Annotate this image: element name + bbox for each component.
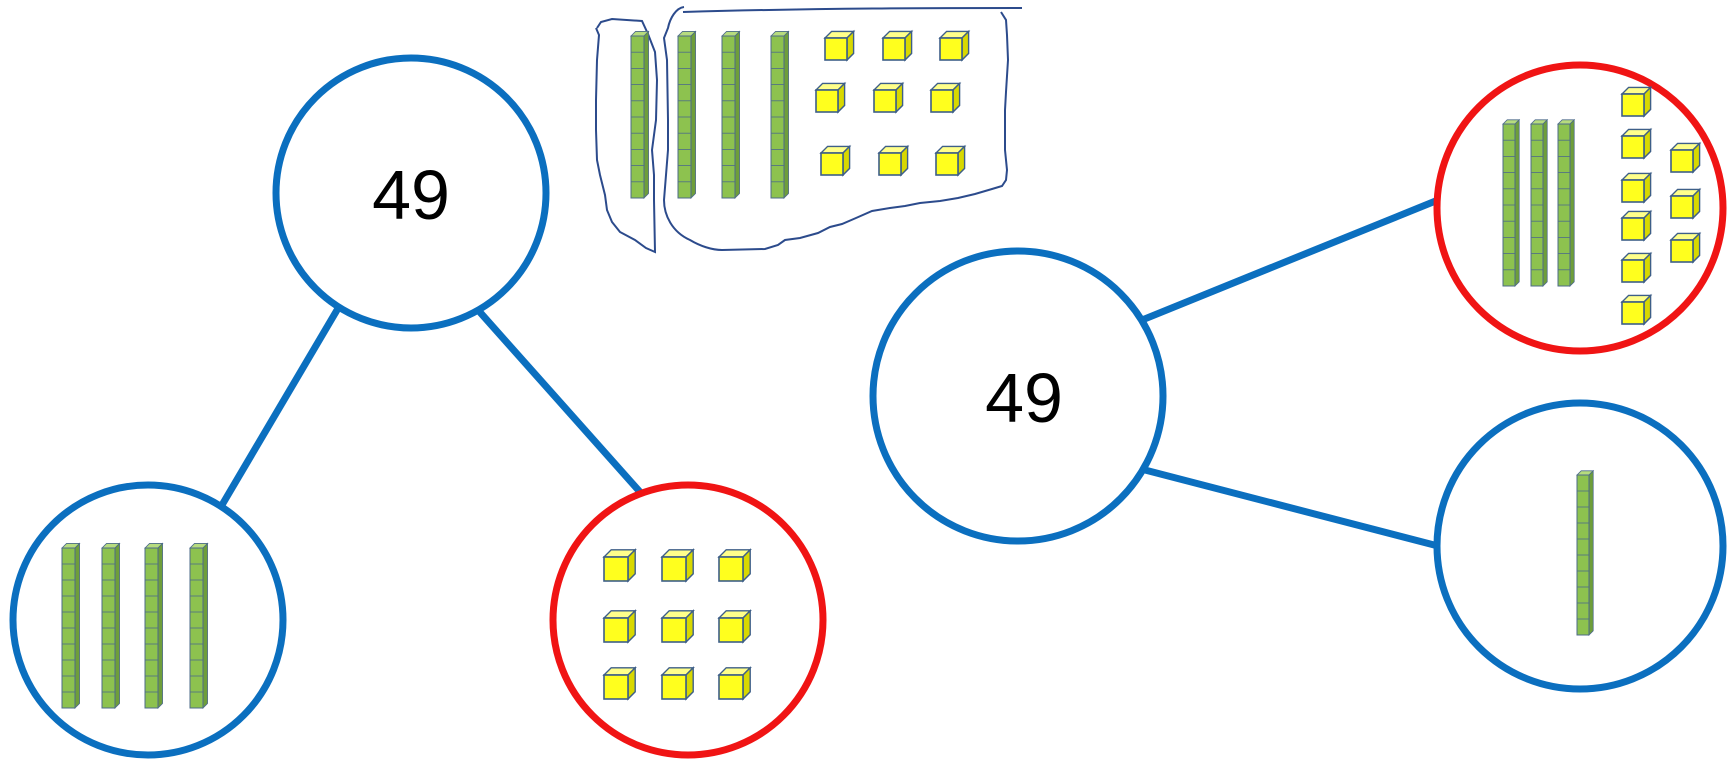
connector-line (1144, 466, 1439, 550)
base-ten-rod-icon (144, 542, 164, 709)
base-ten-rod-icon (1557, 118, 1576, 287)
base-ten-unit-cube-icon (1669, 231, 1702, 264)
sketch-outline (662, 6, 1023, 252)
base-ten-rod-icon (189, 542, 209, 709)
base-ten-rod-icon (101, 542, 121, 709)
base-ten-rod-icon (1530, 118, 1549, 287)
base-ten-rod-icon (770, 30, 790, 199)
base-ten-rod-icon (61, 542, 81, 709)
base-ten-rod-icon (630, 30, 650, 199)
base-ten-unit-cube-icon (929, 81, 962, 114)
base-ten-unit-cube-icon (1669, 141, 1702, 174)
base-ten-unit-cube-icon (819, 144, 852, 177)
base-ten-rod-icon (721, 30, 741, 199)
whole-circle (869, 247, 1167, 545)
base-ten-unit-cube-icon (660, 548, 695, 583)
left-number-bond: 49 (9, 54, 827, 759)
base-ten-unit-cube-icon (872, 81, 905, 114)
base-ten-unit-cube-icon (1620, 293, 1653, 326)
whole-number-label: 49 (372, 156, 450, 234)
base-ten-unit-cube-icon (602, 609, 637, 644)
base-ten-unit-cube-icon (881, 29, 914, 62)
base-ten-unit-cube-icon (602, 548, 637, 583)
unit-cubes-group (602, 548, 752, 701)
connector-line (218, 303, 344, 507)
base-ten-unit-cube-icon (1620, 171, 1653, 204)
whole-number-label: 49 (985, 359, 1063, 437)
connector-line (475, 307, 643, 495)
right-number-bond: 49 (869, 61, 1727, 693)
base-ten-rod-icon (1576, 469, 1595, 636)
base-ten-unit-cube-icon (602, 666, 637, 701)
base-ten-unit-cube-icon (938, 29, 971, 62)
sketch-unit-cubes (814, 29, 971, 177)
base-ten-unit-cube-icon (877, 144, 910, 177)
tens-rods-group (61, 542, 209, 709)
base-ten-unit-cube-icon (717, 666, 752, 701)
base-ten-unit-cube-icon (1669, 187, 1702, 220)
base-ten-unit-cube-icon (717, 548, 752, 583)
base-ten-unit-cube-icon (1620, 127, 1653, 160)
base-ten-rod-icon (1502, 118, 1521, 287)
base-ten-rod-icon (677, 30, 697, 199)
whole-circle (272, 54, 550, 332)
single-ten-rod-group (1576, 469, 1595, 636)
base-ten-unit-cube-icon (1620, 251, 1653, 284)
base-ten-unit-cube-icon (660, 666, 695, 701)
regrouped-blocks-group (1502, 85, 1702, 326)
base-ten-unit-cube-icon (660, 609, 695, 644)
base-ten-unit-cube-icon (823, 29, 856, 62)
hand-drawn-sketch (595, 6, 1023, 254)
base-ten-unit-cube-icon (1620, 209, 1653, 242)
base-ten-unit-cube-icon (717, 609, 752, 644)
base-ten-unit-cube-icon (934, 144, 967, 177)
sketch-tens-rods (630, 30, 790, 199)
base-ten-unit-cube-icon (1620, 85, 1653, 118)
base-ten-unit-cube-icon (814, 81, 847, 114)
connector-line (1140, 196, 1440, 324)
